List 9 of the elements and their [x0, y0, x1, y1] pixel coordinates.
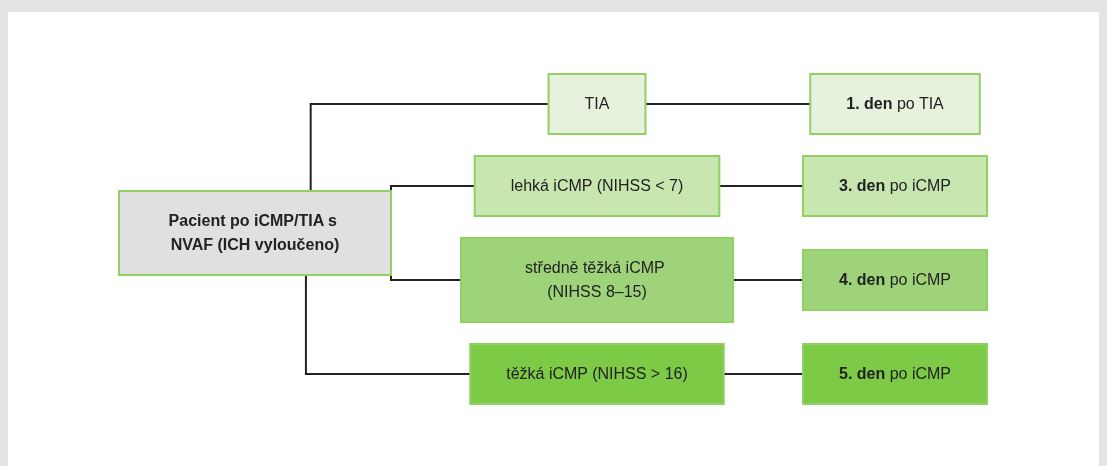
- node-box: Pacient po iCMP/TIA s NVAF (ICH vyloučeno): [118, 190, 393, 276]
- node-box: 4. den po iCMP: [802, 249, 989, 311]
- node-box: 1. den po TIA: [809, 73, 982, 135]
- node-box: lehká iCMP (NIHSS < 7): [474, 155, 721, 217]
- node-box: těžká iCMP (NIHSS > 16): [469, 343, 726, 405]
- node-box: 5. den po iCMP: [802, 343, 989, 405]
- node-box: středně těžká iCMP (NIHSS 8–15): [460, 237, 735, 323]
- node-box: 3. den po iCMP: [802, 155, 989, 217]
- node-box: TIA: [548, 73, 647, 135]
